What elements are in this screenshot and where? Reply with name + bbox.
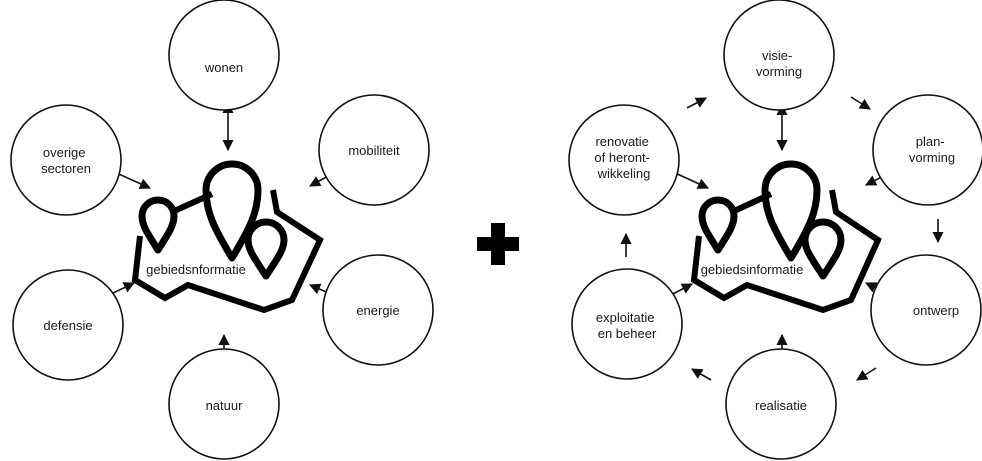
right-diagram: gebiedsinformatie visie- vorming plan- v — [568, 0, 982, 460]
right-node-renovatie-label: renovatie of heront- wikkeling — [594, 134, 653, 181]
right-pin-small-left — [698, 196, 738, 254]
cycle-arrow-ontwerp-realisatie — [856, 367, 877, 381]
cycle-arrow-renovatie-visie — [686, 97, 707, 109]
left-node-overige-label: overige sectoren — [41, 145, 91, 176]
left-diagram: gebiedsnformatie wonen mobiliteit energi… — [10, 0, 434, 460]
left-map-outline — [131, 189, 324, 314]
left-node-mobiliteit: mobiliteit — [318, 94, 430, 206]
left-node-natuur-label: natuur — [206, 398, 244, 413]
right-node-exploitatie: exploitatie en beheer — [571, 268, 683, 380]
cycle-arrow-realisatie-exploitatie — [691, 368, 712, 381]
right-pin-small-right — [801, 218, 845, 280]
right-node-realisatie: realisatie — [725, 348, 837, 460]
right-node-planvorming-label: plan- vorming — [909, 134, 955, 165]
left-pin-large — [202, 160, 262, 262]
left-node-wonen: wonen — [168, 0, 280, 111]
left-node-defensie-label: defensie — [43, 318, 92, 333]
left-node-wonen-label: wonen — [204, 60, 243, 75]
left-center-label: gebiedsnformatie — [146, 262, 246, 277]
right-map-outline — [690, 189, 882, 314]
right-node-ontwerp: ontwerp — [870, 254, 982, 366]
right-node-visievorming-label: visie- vorming — [756, 48, 802, 79]
left-node-energie-label: energie — [356, 303, 399, 318]
plus-icon — [477, 223, 519, 265]
left-node-defensie: defensie — [12, 269, 124, 381]
cycle-arrow-visie-plan — [850, 96, 871, 110]
right-pin-large — [761, 160, 821, 262]
right-node-visievorming: visie- vorming — [723, 0, 835, 111]
right-node-ontwerp-label: ontwerp — [913, 303, 959, 318]
right-map-icon — [690, 160, 882, 314]
left-node-energie: energie — [322, 254, 434, 366]
left-pin-small-right — [244, 218, 288, 280]
left-node-mobiliteit-label: mobiliteit — [348, 143, 400, 158]
right-center-label: gebiedsinformatie — [701, 262, 804, 277]
left-node-overige: overige sectoren — [10, 104, 122, 216]
right-node-planvorming: plan- vorming — [872, 94, 982, 206]
right-node-renovatie: renovatie of heront- wikkeling — [568, 104, 680, 216]
left-map-icon — [131, 160, 324, 314]
left-node-natuur: natuur — [168, 348, 280, 460]
left-pin-small-left — [138, 196, 178, 254]
right-node-exploitatie-label: exploitatie en beheer — [596, 310, 658, 341]
right-node-realisatie-label: realisatie — [755, 398, 807, 413]
